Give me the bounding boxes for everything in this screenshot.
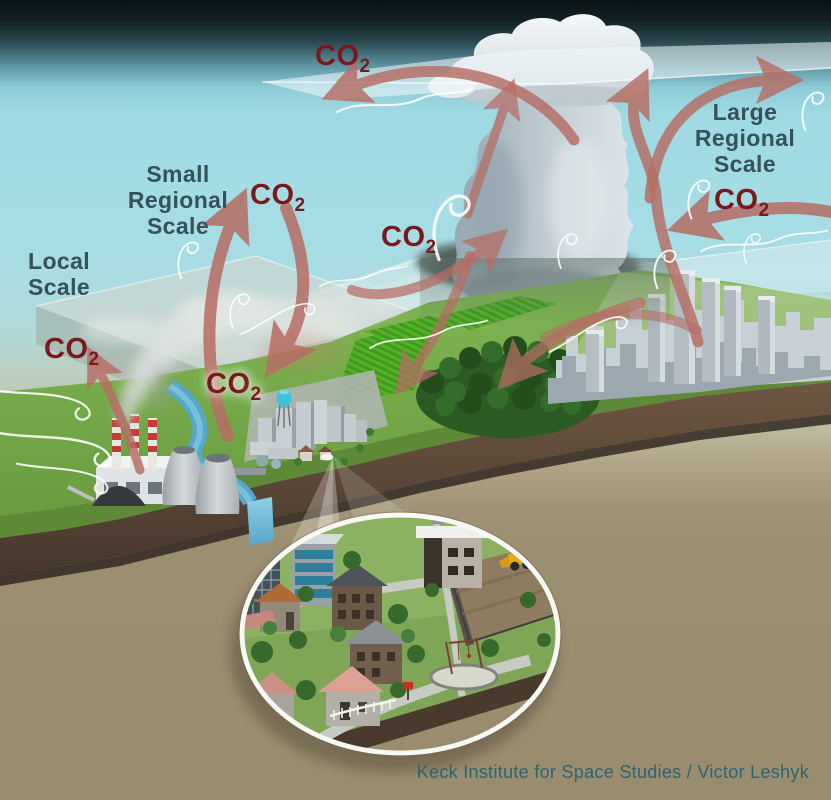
inset-trees xyxy=(242,551,551,700)
inset-brown-house-b xyxy=(344,620,408,684)
co2-haze-town xyxy=(258,332,342,372)
arrow-anvil-out-right xyxy=(644,55,805,204)
arrow-town-up xyxy=(201,187,250,442)
arrow-city-updraft xyxy=(605,68,704,348)
arrow-to-cloud-upper xyxy=(463,78,521,219)
arrow-inflow-right xyxy=(666,190,831,241)
power-plant xyxy=(67,414,240,514)
co2-label-anvil: CO2 xyxy=(315,40,371,77)
arrow-anvil-out-left xyxy=(321,58,580,146)
water-tower xyxy=(276,389,292,428)
arrow-to-cloud-mid xyxy=(347,228,509,300)
credit-text: Keck Institute for Space Studies / Victo… xyxy=(416,762,809,782)
soil-shadow-lip xyxy=(0,414,831,586)
inset-ring xyxy=(239,512,561,756)
zoom-inset-neighborhood xyxy=(230,511,562,772)
arrow-plume-up xyxy=(87,346,145,475)
large-regional-scale-label: Large Regional Scale xyxy=(694,99,796,177)
inset-mailbox xyxy=(403,682,413,700)
co2-arrows xyxy=(87,55,831,475)
small-regional-scale-label: Small Regional Scale xyxy=(127,161,229,239)
arrow-down-forest xyxy=(497,297,646,390)
co2-label-plume: CO2 xyxy=(44,333,100,370)
conveyor xyxy=(67,485,95,502)
soil-front-face xyxy=(0,382,831,576)
local-scale-label: Local Scale xyxy=(28,248,91,300)
cooling-towers xyxy=(162,446,240,514)
co2-label-large-regional: CO2 xyxy=(714,184,770,221)
town-buildings xyxy=(250,400,374,469)
co2-label-small-regional: CO2 xyxy=(250,179,306,216)
co2-label-town: CO2 xyxy=(206,368,262,405)
industrial-town xyxy=(244,370,388,469)
inset-brown-house-a xyxy=(326,564,388,630)
bridge xyxy=(224,468,266,475)
co2-label-midcloud: CO2 xyxy=(381,221,437,258)
inset-picket-fence xyxy=(329,698,397,720)
smoke-plume xyxy=(117,290,402,424)
arrow-town-down xyxy=(264,202,317,378)
inset-playground xyxy=(429,637,499,691)
arrow-down-fields xyxy=(395,251,475,396)
waterfall xyxy=(247,497,274,546)
city-towers xyxy=(586,270,775,392)
inset-dark-cube-building xyxy=(416,515,492,588)
